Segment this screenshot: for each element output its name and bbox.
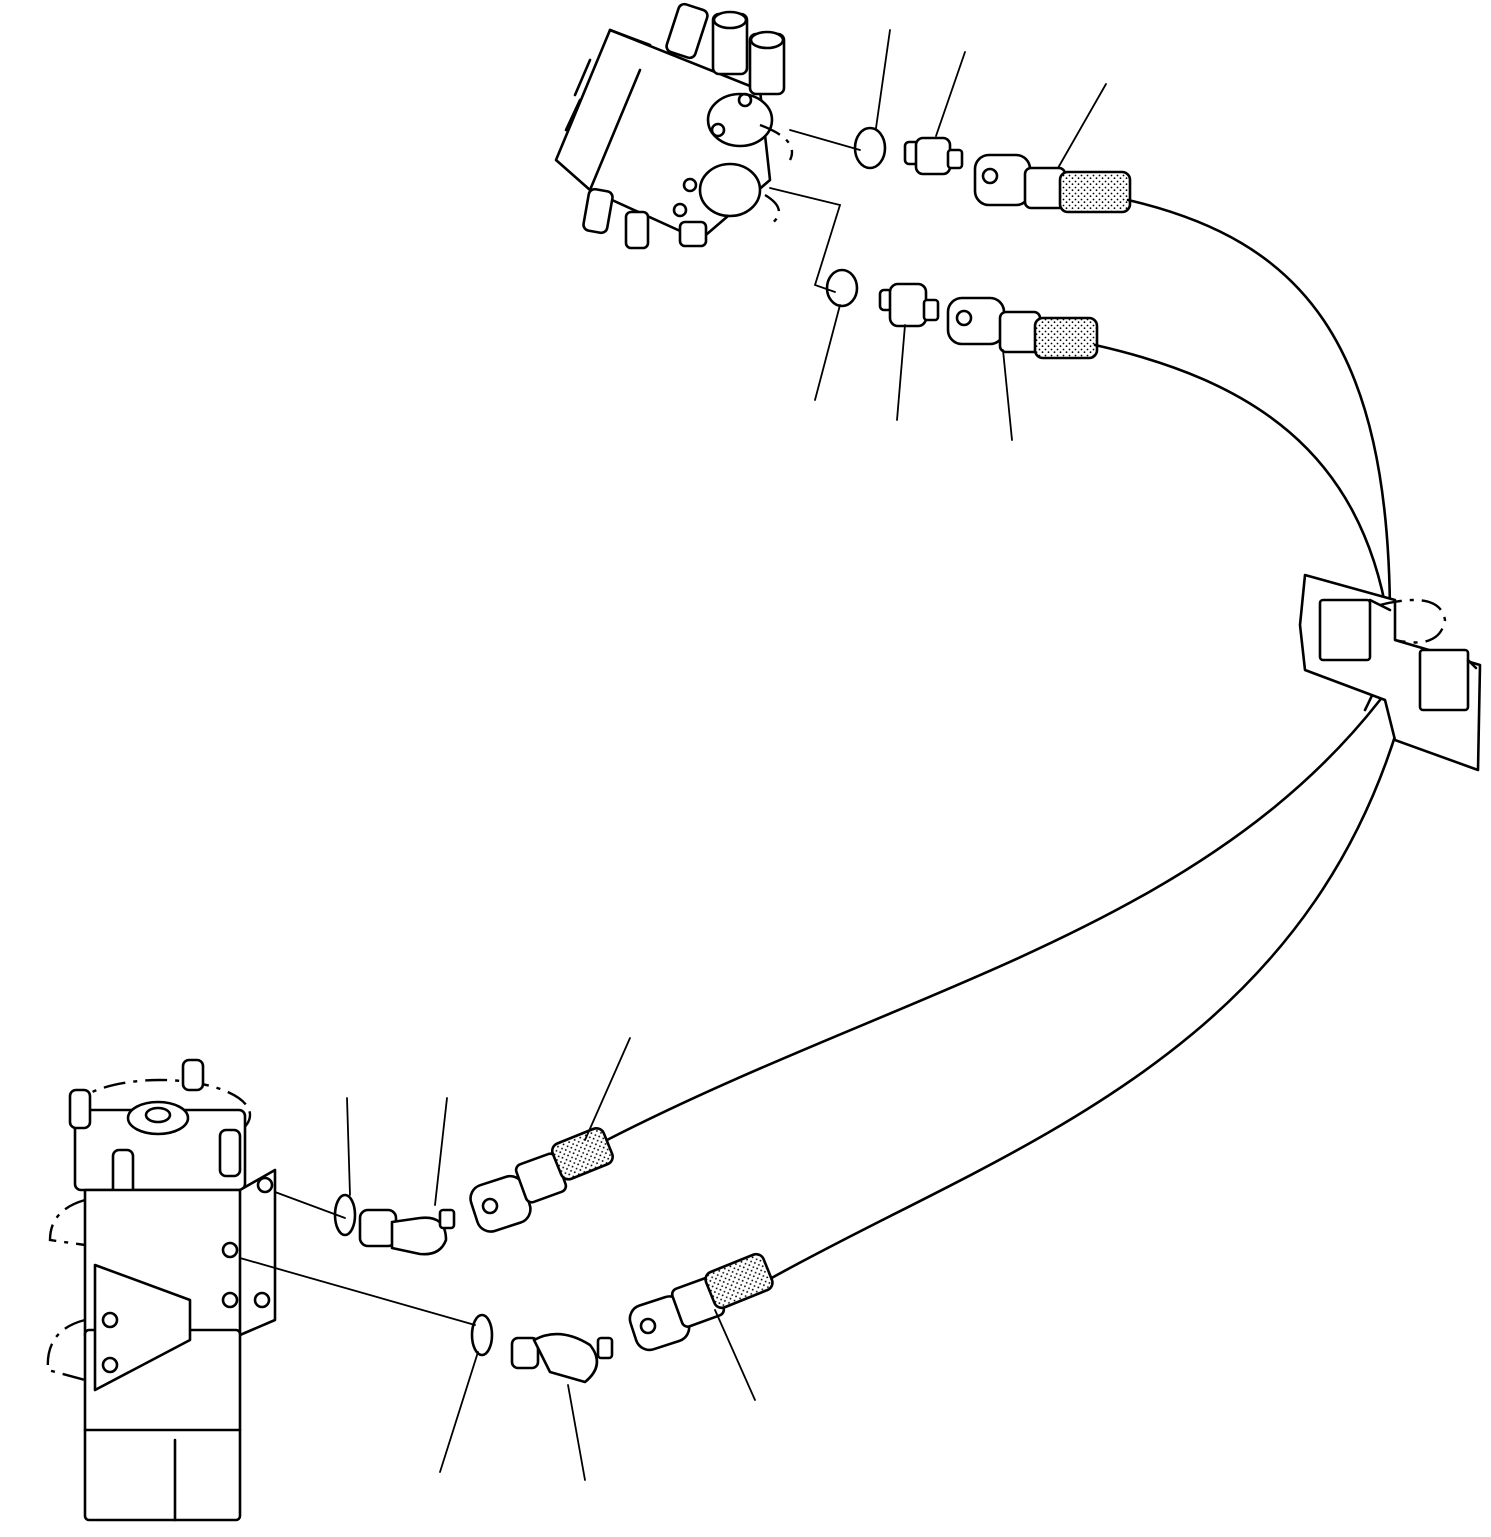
- hose-fitting-icon: [946, 296, 1099, 360]
- port-b-fittings: [825, 268, 1099, 360]
- hose-fitting-icon: [469, 1127, 614, 1233]
- port-d-fittings: [470, 1252, 774, 1384]
- callout-leader: [567, 1384, 586, 1481]
- port-a-fittings: [853, 126, 1132, 214]
- o-ring-icon: [825, 268, 859, 308]
- port-b-lead-line: [769, 187, 842, 293]
- callout-leader: [346, 1097, 351, 1196]
- adapter-icon: [878, 282, 940, 328]
- callout-leader: [584, 1037, 631, 1141]
- o-ring-icon: [853, 126, 887, 170]
- callout-leader: [1002, 349, 1013, 441]
- hose-fitting-icon: [628, 1252, 774, 1352]
- port-c-fittings: [333, 1127, 614, 1256]
- o-ring-icon: [333, 1193, 357, 1237]
- port-a-lead-line: [789, 129, 861, 151]
- callout-leader: [875, 29, 891, 129]
- adapter-icon: [903, 136, 964, 176]
- hose-fitting-icon: [973, 153, 1132, 214]
- hose-lines: [605, 198, 1402, 1282]
- callout-leader: [935, 51, 966, 137]
- callout-leader: [439, 1351, 479, 1473]
- clamp-bracket-icon: [1298, 573, 1482, 772]
- callout-leader: [896, 324, 906, 421]
- callout-leaders: [346, 29, 1107, 1481]
- port-d-lead-line: [239, 1257, 476, 1326]
- callout-leader: [1057, 83, 1107, 169]
- control-valve-icon: [554, 2, 794, 250]
- callout-leader: [814, 304, 841, 401]
- port-c-lead-line: [274, 1191, 346, 1219]
- elbow-adapter-icon: [358, 1208, 456, 1256]
- o-ring-icon: [470, 1313, 494, 1357]
- steering-unit-icon: [46, 1058, 277, 1522]
- callout-leader: [434, 1097, 448, 1206]
- elbow-adapter-icon: [510, 1332, 614, 1384]
- callout-leader: [714, 1309, 756, 1401]
